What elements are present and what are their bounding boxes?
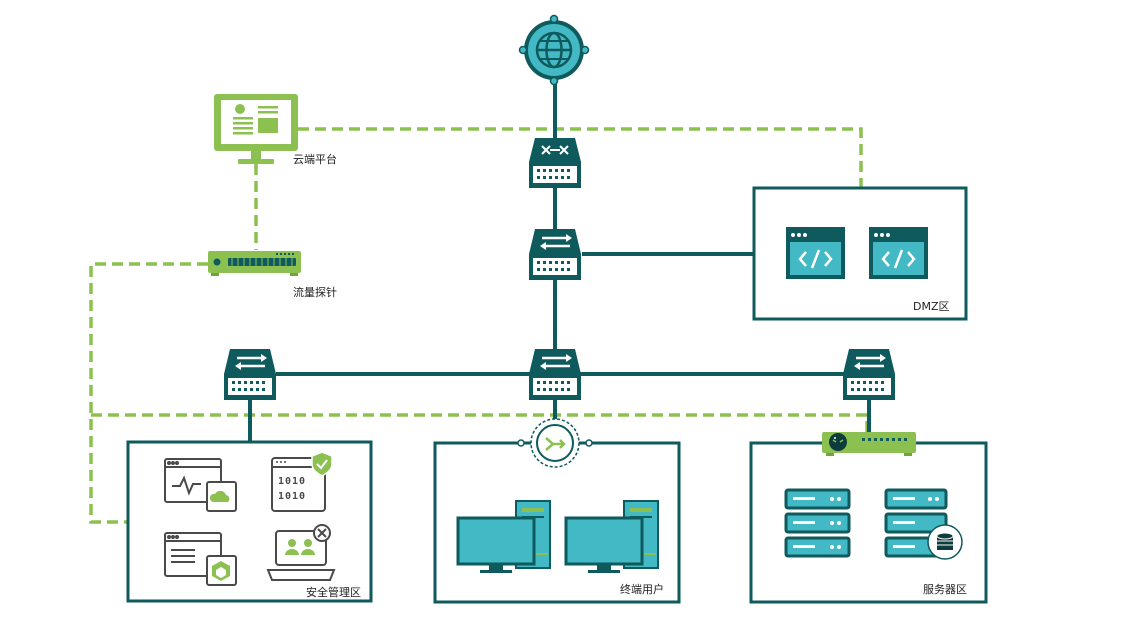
- server-zone-label: 服务器区: [923, 583, 967, 596]
- web-app-code-icon[interactable]: [786, 227, 845, 279]
- web-app-code-icon[interactable]: [869, 227, 928, 279]
- cloud-platform-label: 云端平台: [293, 153, 337, 166]
- traffic-probe-icon[interactable]: [208, 251, 301, 276]
- server-probe-icon[interactable]: [822, 432, 916, 456]
- server-rack-icon[interactable]: [784, 488, 851, 558]
- server-rack-database-icon[interactable]: [884, 488, 963, 560]
- desktop-computer-icon[interactable]: [456, 500, 551, 573]
- probe-to-security-link: [89, 262, 208, 524]
- monitoring-cloud-icon[interactable]: [164, 458, 237, 512]
- binary-text: 1010: [278, 476, 306, 487]
- laptop-users-icon[interactable]: [266, 524, 336, 581]
- endpoint-agent-node-icon[interactable]: [517, 418, 593, 468]
- security-mgmt-zone-label: 安全管理区: [306, 586, 361, 599]
- shield-icon: [311, 451, 333, 477]
- mirror-link: [91, 413, 869, 432]
- router-icon[interactable]: [529, 138, 581, 188]
- security-mgmt-zone-box: [126, 440, 373, 603]
- dmz-zone-label: DMZ区: [913, 300, 950, 313]
- traffic-probe-label: 流量探针: [293, 286, 337, 299]
- access-switch-right-icon[interactable]: [843, 349, 895, 400]
- endpoint-users-zone-label: 终端用户: [620, 583, 664, 596]
- document-cube-icon[interactable]: [164, 532, 237, 586]
- cloud-platform-monitor-icon[interactable]: [214, 94, 298, 164]
- platform-to-dmz-link: [298, 127, 863, 188]
- core-switch-icon[interactable]: [529, 229, 581, 280]
- access-switch-left-icon[interactable]: [224, 349, 276, 400]
- desktop-computer-icon[interactable]: [564, 500, 659, 573]
- binary-text-line2: 1010: [278, 491, 306, 502]
- access-switch-middle-icon[interactable]: [529, 349, 581, 400]
- internet-globe-icon[interactable]: [518, 14, 590, 86]
- binary-data-shield-icon[interactable]: 1010 1010: [271, 451, 333, 512]
- dmz-zone-box: [752, 186, 968, 321]
